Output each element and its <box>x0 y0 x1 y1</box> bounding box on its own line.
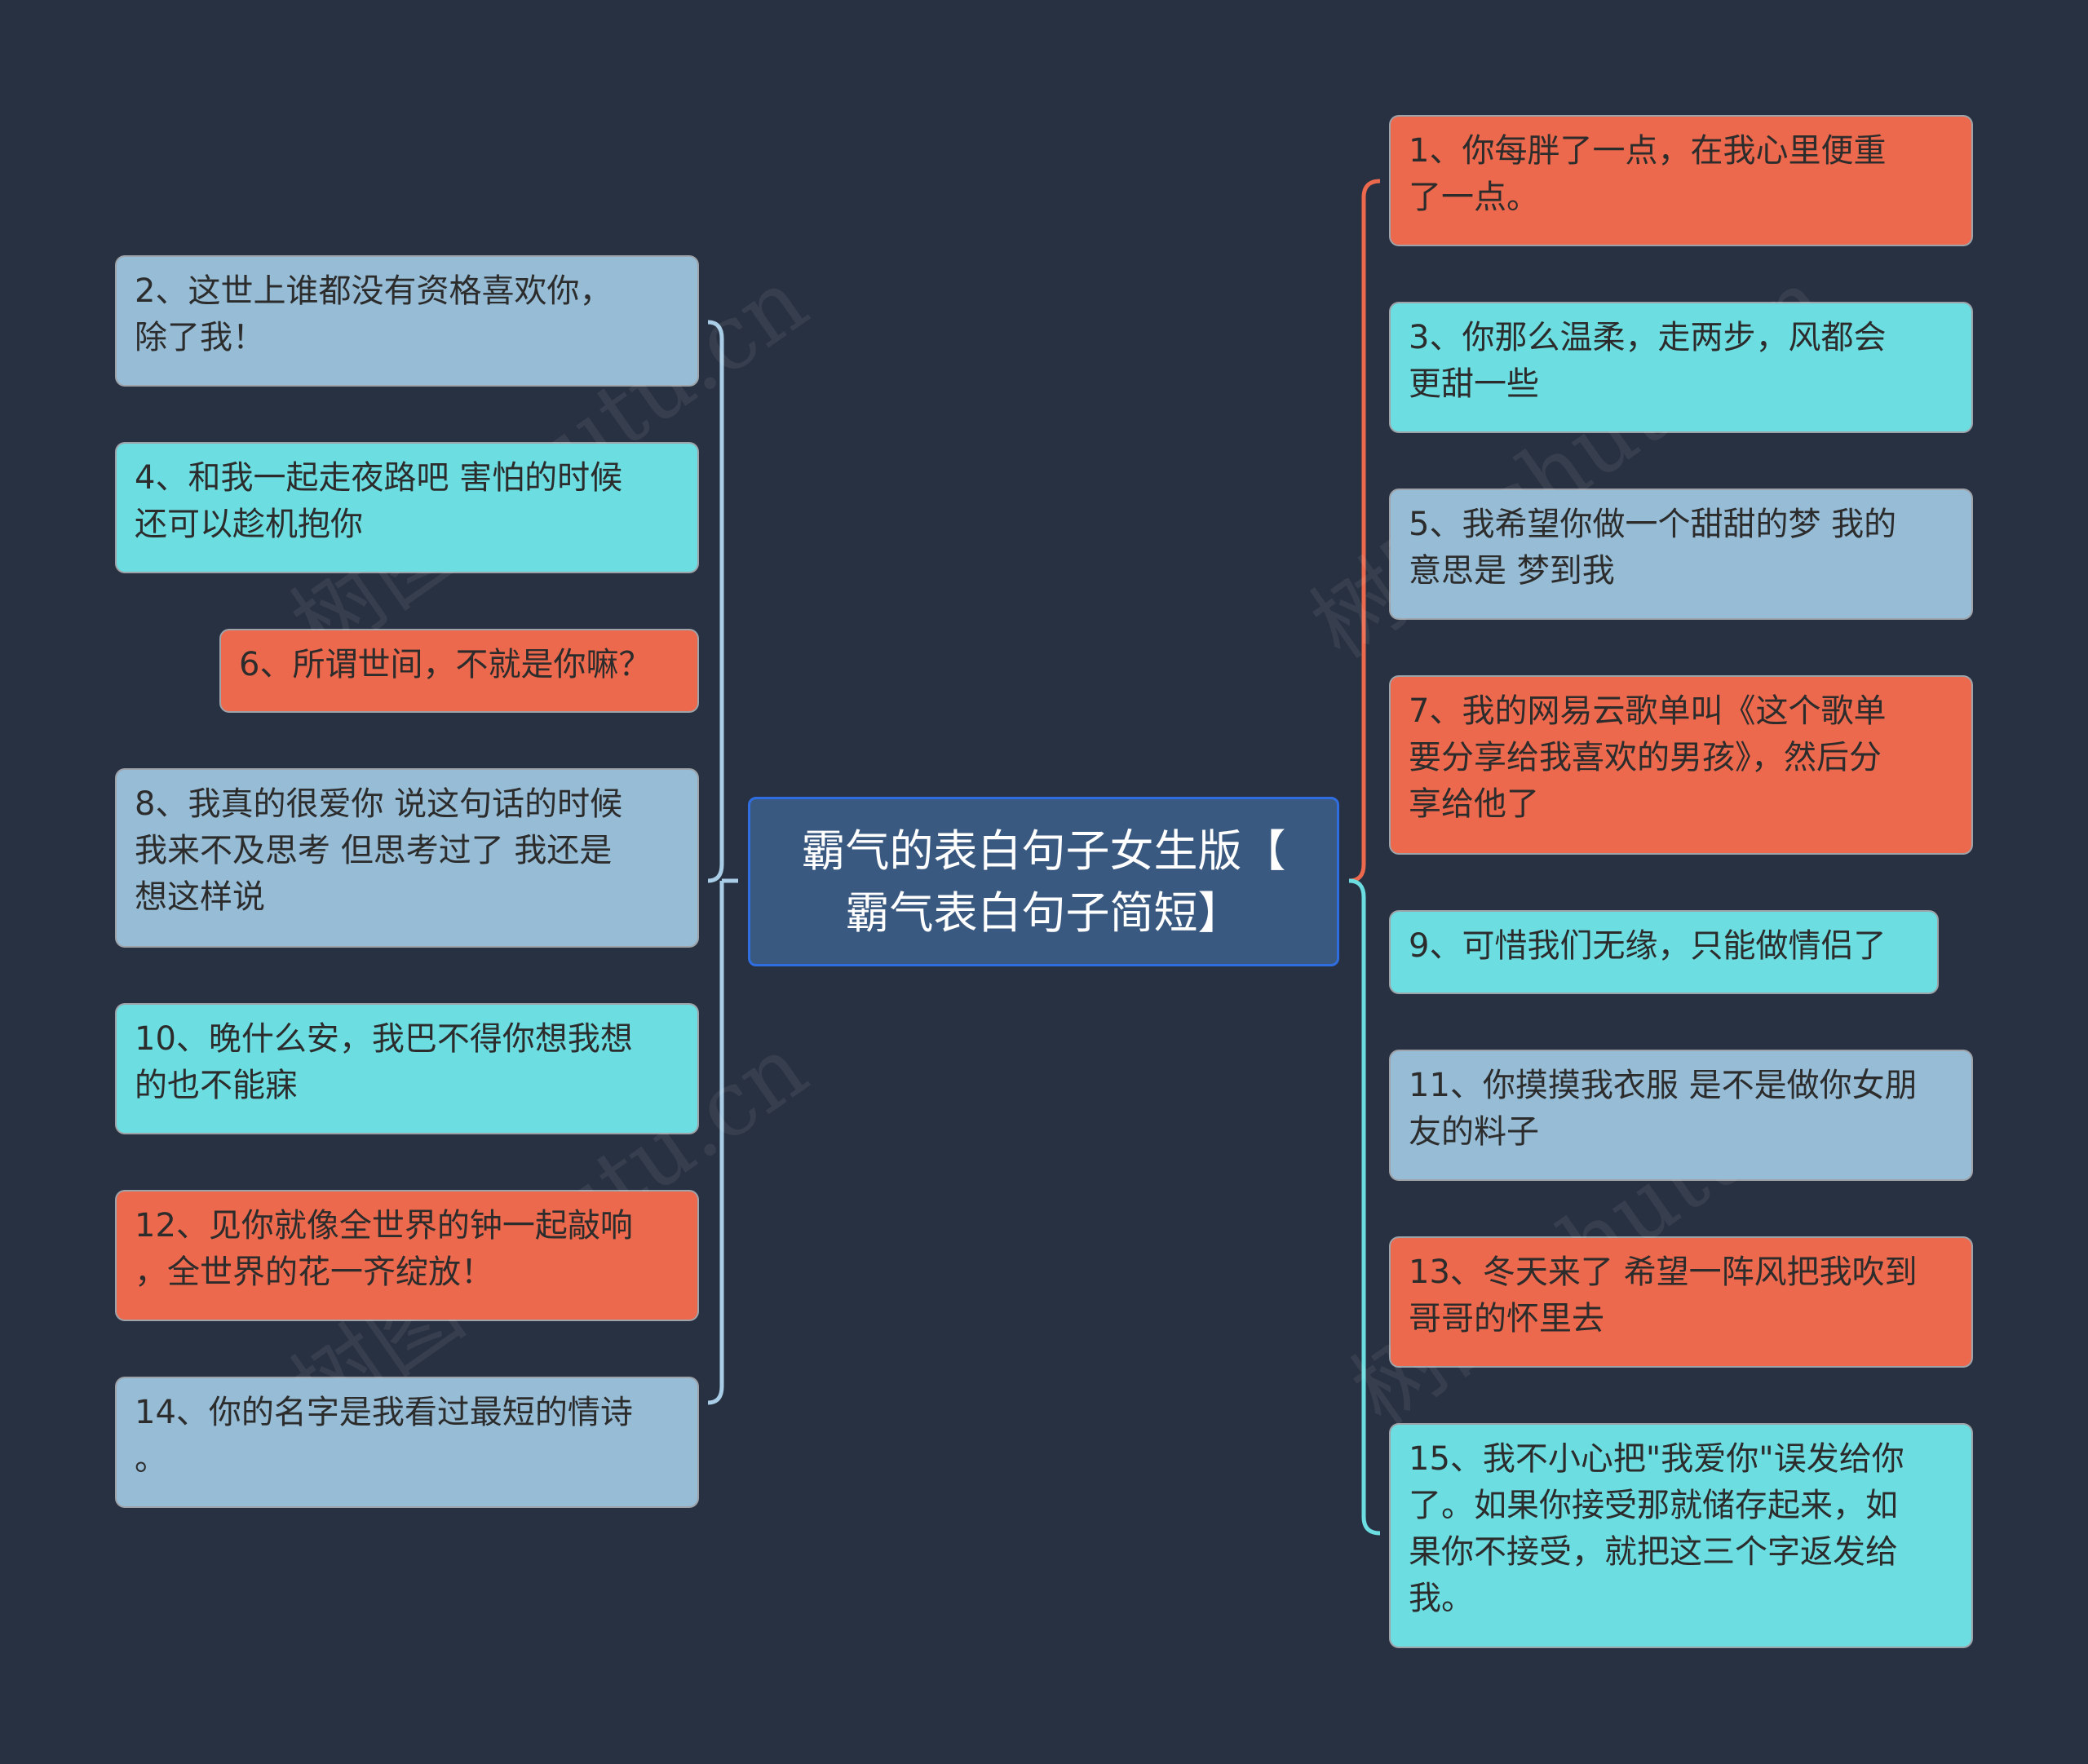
right-lower-branch-connector <box>1348 878 1381 1536</box>
right-node-3[interactable]: 3、你那么温柔，走两步，风都会 更甜一些 <box>1391 303 1971 431</box>
left-node-6[interactable]: 6、所谓世间，不就是你嘛？ <box>221 630 697 711</box>
left-node-2[interactable]: 2、这世上谁都没有资格喜欢你， 除了我！ <box>117 257 697 385</box>
right-node-9[interactable]: 9、可惜我们无缘，只能做情侣了 <box>1391 912 1937 993</box>
right-node-1[interactable]: 1、你每胖了一点，在我心里便重 了一点。 <box>1391 117 1971 245</box>
left-node-4[interactable]: 4、和我一起走夜路吧 害怕的时候 还可以趁机抱你 <box>117 444 697 572</box>
left-node-8[interactable]: 8、我真的很爱你 说这句话的时候 我来不及思考 但思考过了 我还是 想这样说 <box>117 770 697 946</box>
right-node-11[interactable]: 11、你摸摸我衣服 是不是做你女朋 友的料子 <box>1391 1051 1971 1179</box>
right-node-7[interactable]: 7、我的网易云歌单叫《这个歌单 要分享给我喜欢的男孩》，然后分 享给他了 <box>1391 677 1971 853</box>
right-node-5[interactable]: 5、我希望你做一个甜甜的梦 我的 意思是 梦到我 <box>1391 490 1971 618</box>
right-upper-branch-connector <box>1348 179 1381 883</box>
left-node-10[interactable]: 10、晚什么安，我巴不得你想我想 的也不能寐 <box>117 1005 697 1133</box>
right-node-15[interactable]: 15、我不小心把"我爱你"误发给你 了。如果你接受那就储存起来，如 果你不接受，… <box>1391 1425 1971 1647</box>
left-branch-connector <box>707 320 738 1405</box>
left-node-14[interactable]: 14、你的名字是我看过最短的情诗 。 <box>117 1378 697 1506</box>
central-topic[interactable]: 霸气的表白句子女生版【 霸气表白句子简短】 <box>748 797 1339 966</box>
left-node-12[interactable]: 12、见你就像全世界的钟一起敲响 ，全世界的花一齐绽放！ <box>117 1191 697 1320</box>
right-node-13[interactable]: 13、冬天来了 希望一阵风把我吹到 哥哥的怀里去 <box>1391 1238 1971 1366</box>
